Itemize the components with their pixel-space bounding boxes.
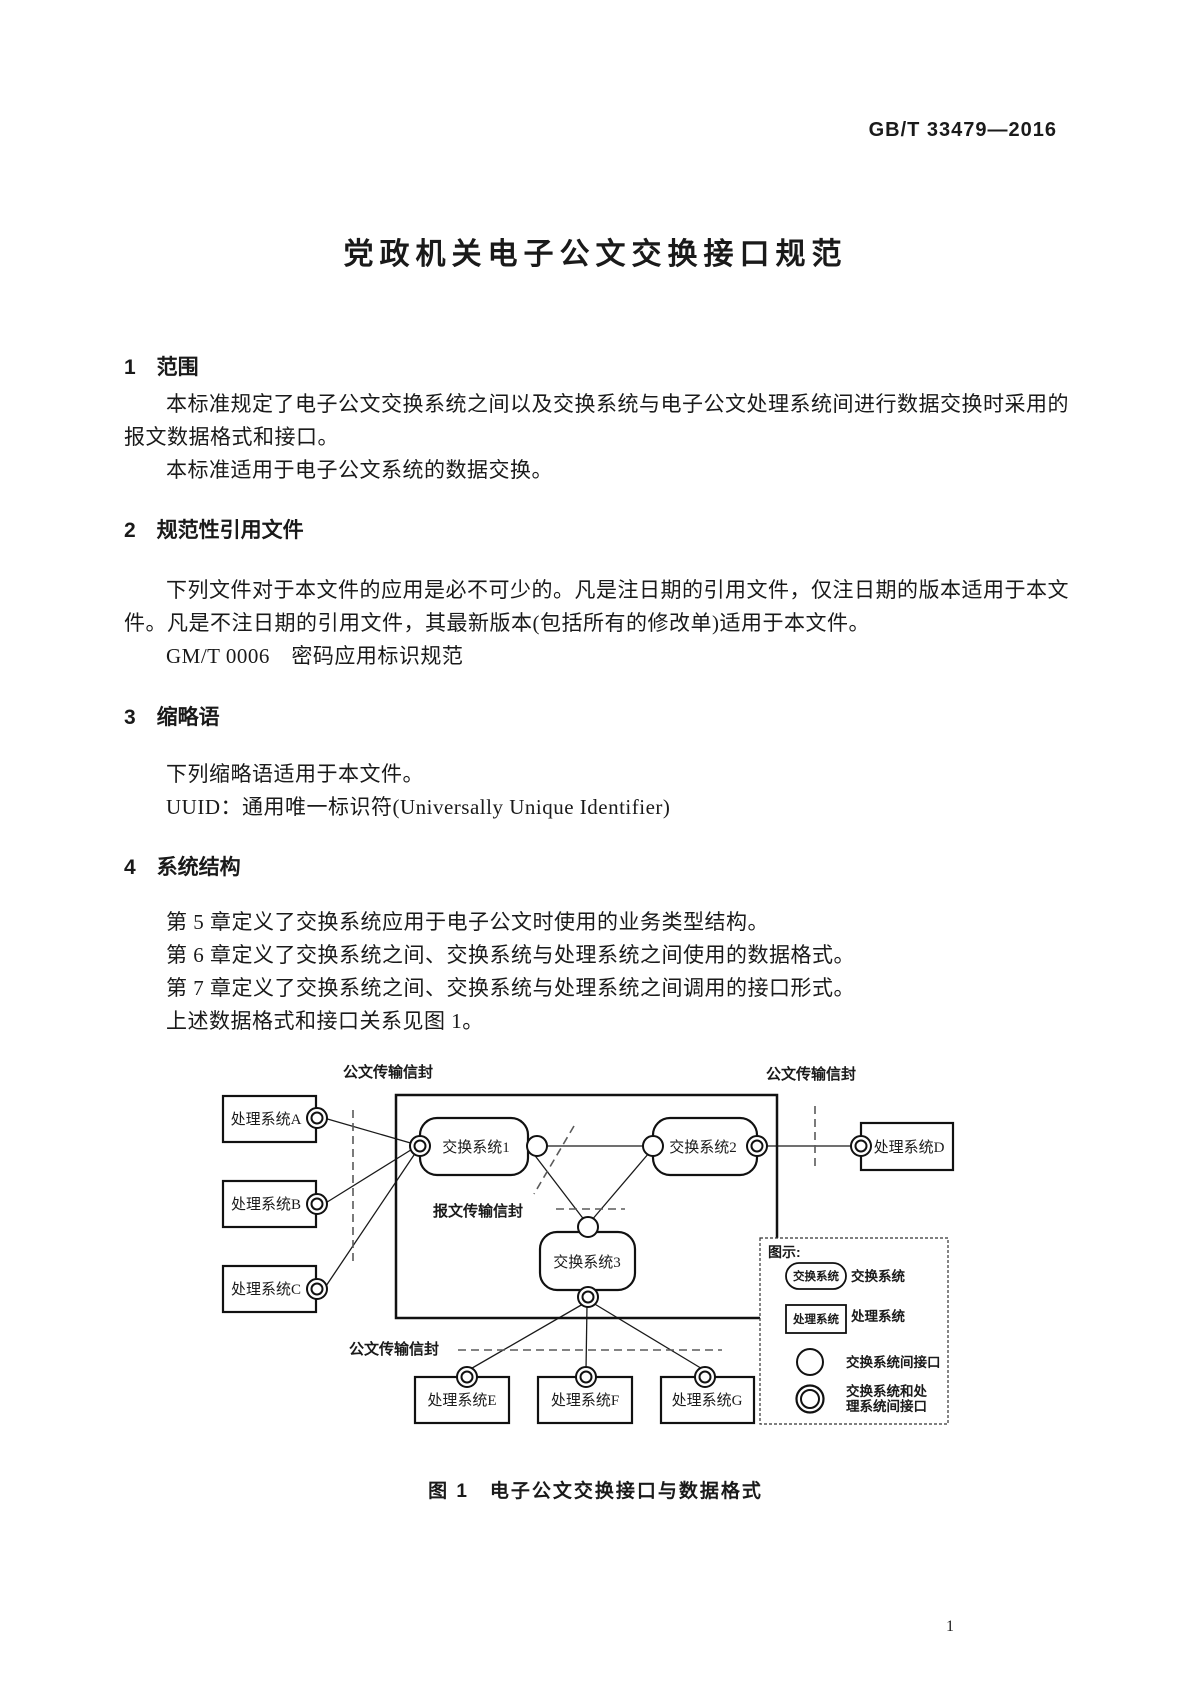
section-4-paragraph-line: 第 5 章定义了交换系统应用于电子公文时使用的业务类型结构。 <box>166 910 769 934</box>
legend-exchange-label: 交换系统 <box>851 1268 905 1284</box>
link-x3-e <box>466 1303 584 1372</box>
section-1-paragraph-line: 本标准规定了电子公文交换系统之间以及交换系统与电子公文处理系统间进行数据交换时采… <box>166 392 1069 416</box>
link-x1-x3 <box>532 1152 586 1222</box>
port-a <box>306 1107 328 1129</box>
exchange-interface-ports <box>526 1135 664 1238</box>
legend-exchange-interface-label: 交换系统间接口 <box>846 1354 941 1370</box>
port-x2-right <box>746 1135 768 1157</box>
legend-process-label: 处理系统 <box>850 1308 905 1324</box>
section-1-paragraph-line: 本标准适用于电子公文系统的数据交换。 <box>166 458 553 482</box>
section-1-heading: 1 范围 <box>124 356 199 379</box>
section-4-heading: 4 系统结构 <box>124 856 241 879</box>
envelope-boundary-lines <box>352 1106 816 1351</box>
link-a-x1 <box>323 1117 415 1145</box>
section-4-paragraph-line: 上述数据格式和接口关系见图 1。 <box>166 1009 484 1033</box>
section-1-paragraph-line: 报文数据格式和接口。 <box>124 425 339 449</box>
port-x1-right <box>526 1135 548 1157</box>
process-system-f-label: 处理系统F <box>551 1392 619 1409</box>
process-system-e-label: 处理系统E <box>427 1392 496 1409</box>
exchange-process-interface-ports <box>306 1107 872 1388</box>
section-2-paragraph-line: 件。凡是不注日期的引用文件，其最新版本(包括所有的修改单)适用于本文件。 <box>124 611 870 635</box>
port-x1-left <box>409 1135 431 1157</box>
section-2-heading: 2 规范性引用文件 <box>124 519 304 542</box>
port-f <box>575 1366 597 1388</box>
process-system-boxes <box>221 1094 955 1425</box>
section-4-paragraph-line: 第 7 章定义了交换系统之间、交换系统与处理系统之间调用的接口形式。 <box>166 976 855 1000</box>
legend: 图示: 交换系统 交换系统 处理系统 处理系统 交换系统间接口 交换系统和处 理… <box>759 1237 949 1425</box>
link-c-x1 <box>323 1151 417 1290</box>
legend-process-symbol-text: 处理系统 <box>792 1312 839 1326</box>
figure-1-caption: 图 1 电子公文交换接口与数据格式 <box>428 1481 763 1502</box>
section-2-paragraph-line: 下列文件对于本文件的应用是必不可少的。凡是注日期的引用文件，仅注日期的版本适用于… <box>166 578 1069 602</box>
port-e <box>456 1366 478 1388</box>
link-b-x1 <box>323 1147 415 1205</box>
legend-exchange-process-interface-label-line2: 理系统间接口 <box>846 1398 927 1414</box>
port-c <box>306 1278 328 1300</box>
port-d <box>850 1135 872 1157</box>
port-x3-top <box>577 1216 599 1238</box>
exchange-system-1-label: 交换系统1 <box>442 1138 510 1156</box>
legend-process-symbol <box>785 1304 847 1334</box>
legend-exchange-symbol-text: 交换系统 <box>793 1269 839 1283</box>
document-title: 党政机关电子公文交换接口规范 <box>343 238 848 271</box>
legend-double-circle-symbol <box>795 1384 825 1414</box>
process-system-c-box <box>221 1264 318 1314</box>
normative-reference-item: GM/T 0006 密码应用标识规范 <box>166 644 464 668</box>
legend-title: 图示: <box>768 1244 801 1260</box>
process-system-a-label: 处理系统A <box>231 1111 302 1128</box>
process-system-d-label: 处理系统D <box>874 1139 945 1156</box>
process-system-b-label: 处理系统B <box>231 1196 301 1213</box>
link-x3-g <box>592 1302 705 1371</box>
envelope-label-bottom: 公文传输信封 <box>349 1340 439 1358</box>
envelope-label-message: 报文传输信封 <box>433 1202 523 1220</box>
port-x3-bottom <box>577 1286 599 1308</box>
boundary-diagonal <box>533 1125 575 1195</box>
legend-exchange-symbol <box>785 1262 847 1290</box>
legend-exchange-process-interface-label-line1: 交换系统和处 <box>846 1383 927 1399</box>
exchange-system-3-label: 交换系统3 <box>553 1253 621 1271</box>
link-x3-f <box>585 1304 588 1371</box>
legend-single-circle-symbol <box>796 1348 824 1376</box>
process-system-c-label: 处理系统C <box>231 1281 301 1298</box>
message-envelope-boundary-rect <box>394 1093 779 1320</box>
section-3-heading: 3 缩略语 <box>124 706 220 729</box>
exchange-system-2-label: 交换系统2 <box>669 1138 737 1156</box>
exchange-system-boxes <box>418 1116 759 1292</box>
process-system-a-box <box>221 1094 318 1144</box>
page-number: 1 <box>946 1618 954 1635</box>
standard-number: GB/T 33479—2016 <box>868 119 1057 141</box>
link-x2-x3 <box>590 1152 650 1222</box>
section-3-paragraph-line: 下列缩略语适用于本文件。 <box>166 762 424 786</box>
port-x2-left <box>642 1135 664 1157</box>
envelope-label-top-left: 公文传输信封 <box>343 1063 433 1081</box>
section-4-paragraph-line: 第 6 章定义了交换系统之间、交换系统与处理系统之间使用的数据格式。 <box>166 943 855 967</box>
envelope-label-top-right: 公文传输信封 <box>766 1065 856 1083</box>
abbreviation-item: UUID：通用唯一标识符(Universally Unique Identifi… <box>166 795 671 819</box>
port-b <box>306 1193 328 1215</box>
port-g <box>694 1366 716 1388</box>
process-system-g-label: 处理系统G <box>672 1392 743 1409</box>
